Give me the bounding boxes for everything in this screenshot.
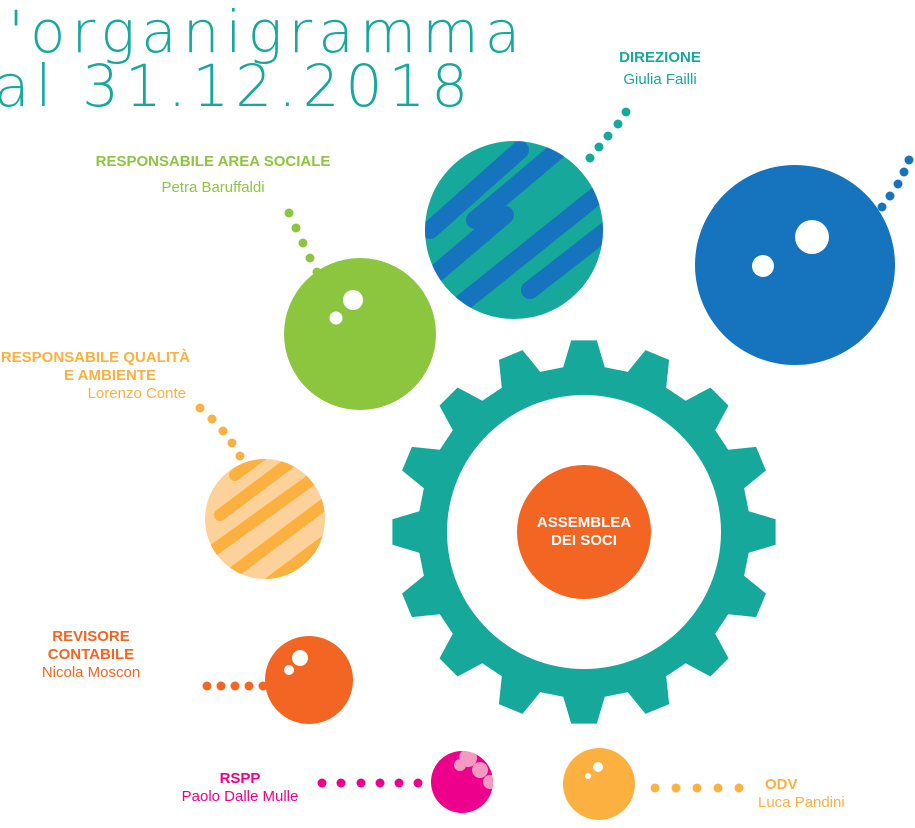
blue-circle [695,165,895,365]
revisore-dots [202,681,268,691]
assemblea-label: ASSEMBLEA DEI SOCI [534,514,634,550]
area-sociale-label: RESPONSABILE AREA SOCIALE Petra Baruffal… [78,153,348,197]
qualita-dots [195,403,245,461]
qualita-role-1: RESPONSABILE QUALITÀ [0,349,190,366]
direzione-role: DIREZIONE [619,49,701,66]
area-sociale-circle [284,258,436,410]
title-line-1: l'organigramma [0,0,527,66]
rspp-role: RSPP [219,770,261,787]
assemblea-line-1: ASSEMBLEA [536,514,632,531]
revisore-role-2: CONTABILE [47,646,135,663]
odv-name: Luca Pandini [758,794,845,811]
blue-dots [877,155,914,212]
qualita-circle [205,459,325,579]
area-sociale-role: RESPONSABILE AREA SOCIALE [95,153,331,170]
rspp-dots [317,778,423,788]
title-line-2: al 31.12.2018 [0,52,475,120]
rspp-name: Paolo Dalle Mulle [181,788,299,805]
direzione-name: Giulia Failli [623,71,697,88]
direzione-label: DIREZIONE Giulia Failli [600,49,720,89]
rspp-circle [431,751,493,813]
qualita-role-2: E AMBIENTE [64,367,156,384]
qualita-label: RESPONSABILE QUALITÀ E AMBIENTE Lorenzo … [0,349,190,403]
assemblea-line-2: DEI SOCI [551,532,617,549]
odv-role: ODV [765,776,798,793]
revisore-role-1: REVISORE [52,628,130,645]
odv-circle [563,748,635,820]
direzione-dots [585,107,631,163]
rspp-label: RSPP Paolo Dalle Mulle [160,770,320,806]
odv-label: ODV Luca Pandini [758,776,875,812]
area-sociale-dots [284,208,322,277]
direzione-circle [425,141,603,319]
revisore-name: Nicola Moscon [41,664,141,681]
assemblea-circle [517,465,651,599]
revisore-circle [265,636,353,724]
odv-dots [650,783,744,793]
revisore-label: REVISORE CONTABILE Nicola Moscon [26,628,156,682]
qualita-name: Lorenzo Conte [87,385,186,402]
area-sociale-name: Petra Baruffaldi [161,179,265,196]
